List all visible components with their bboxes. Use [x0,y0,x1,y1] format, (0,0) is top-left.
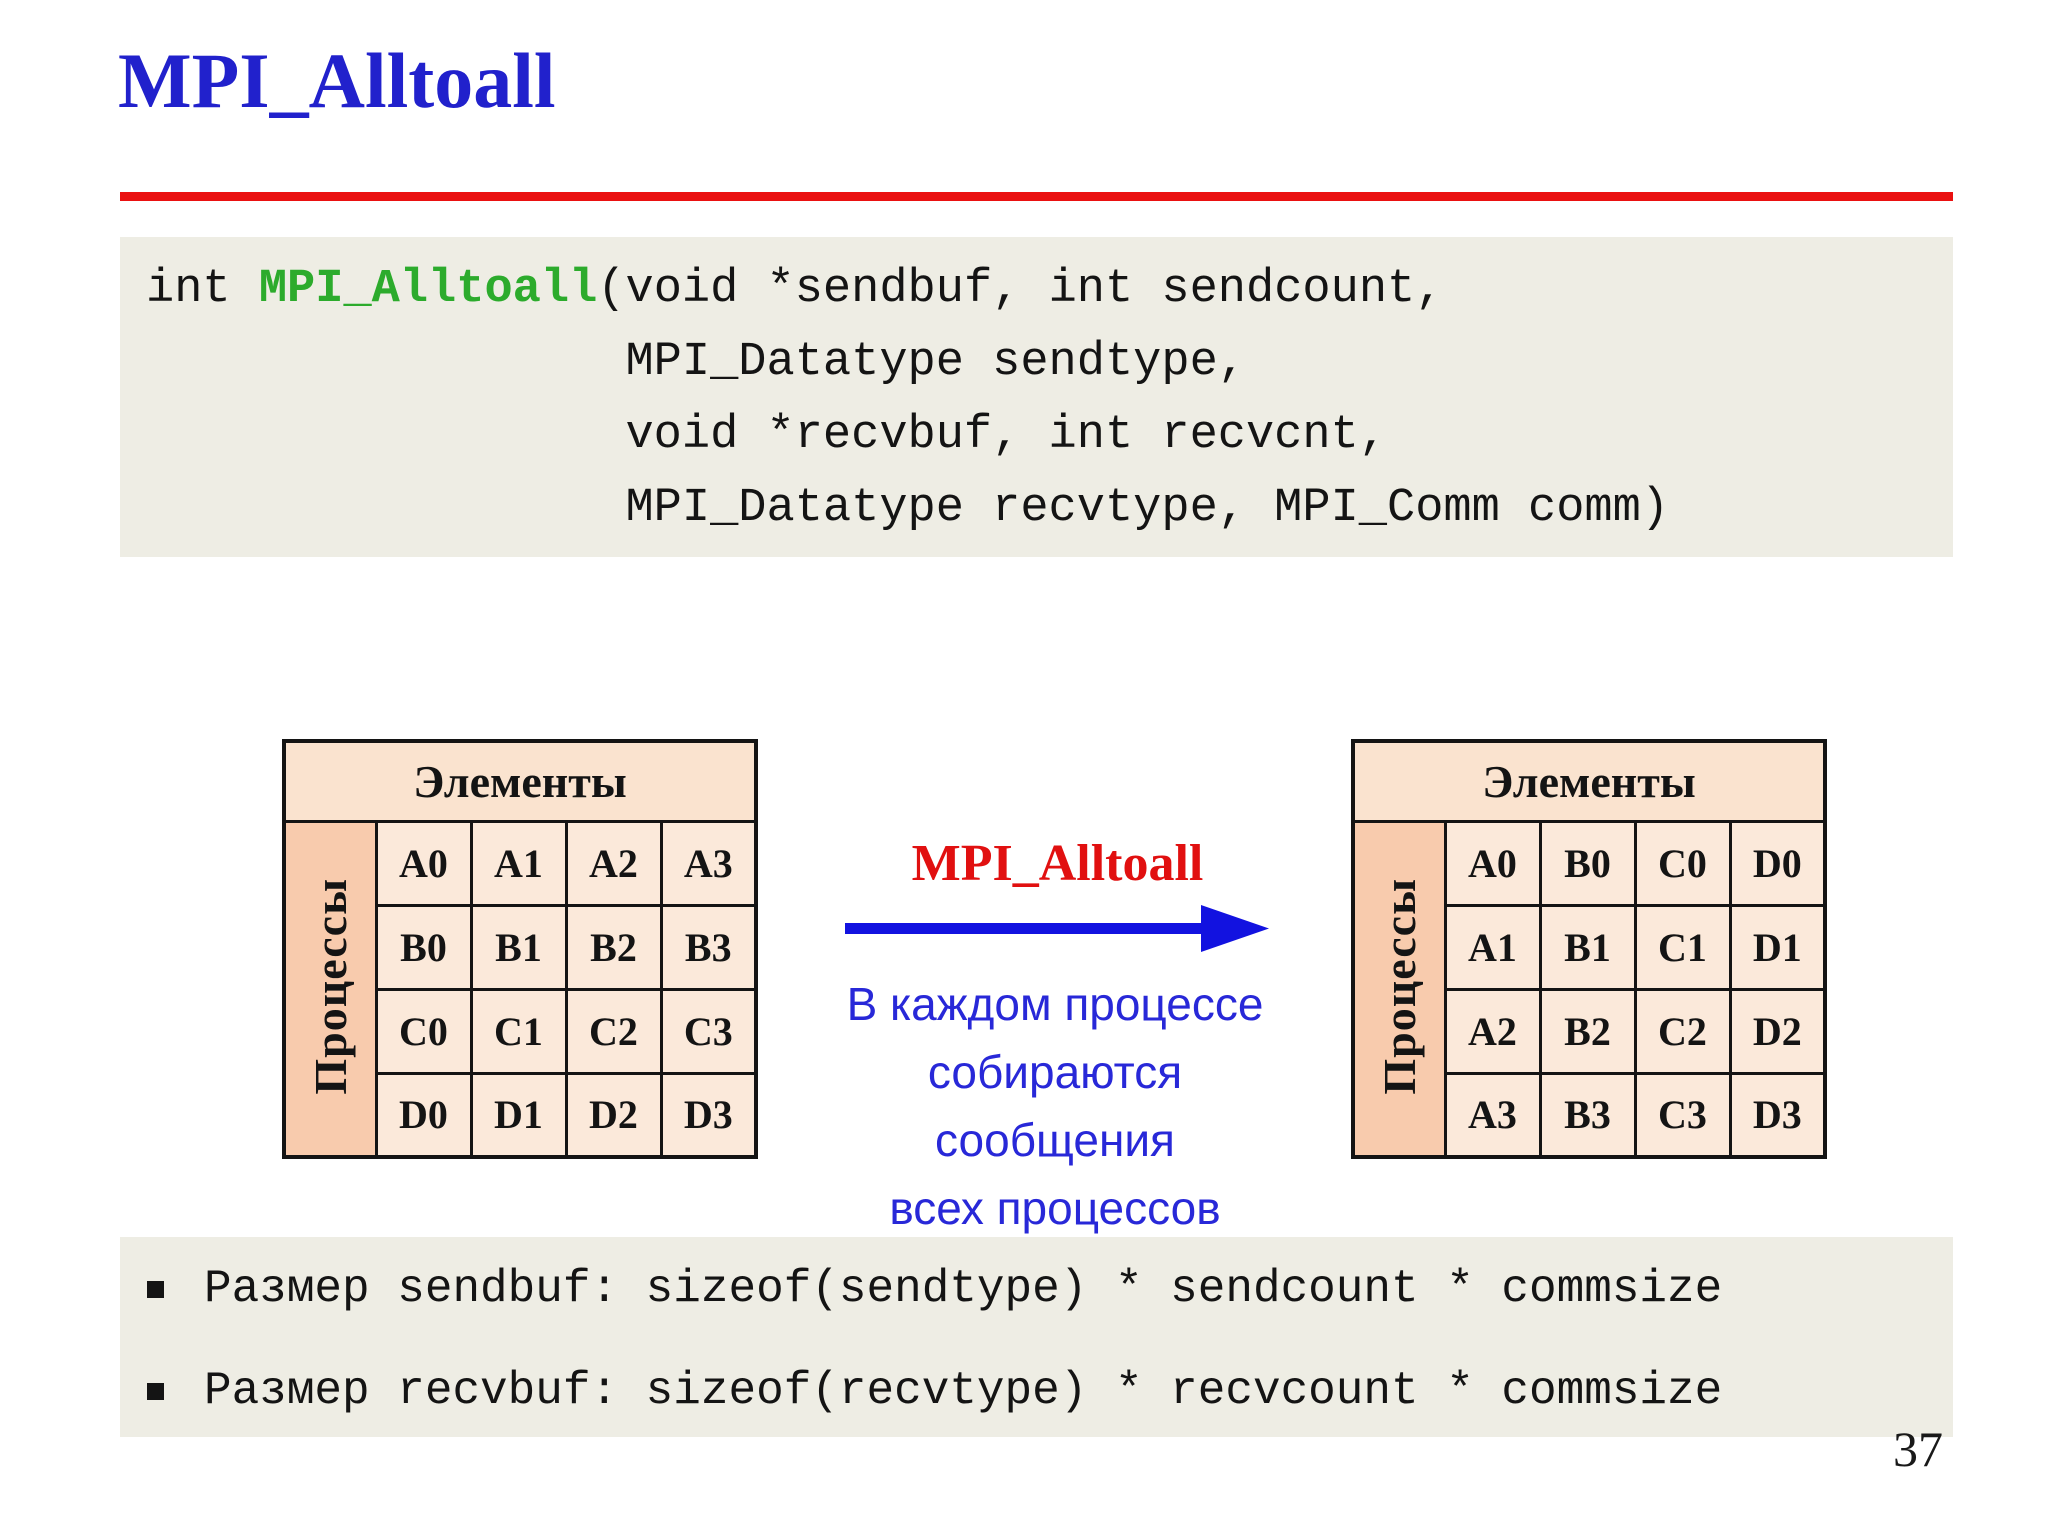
table-cell: D3 [1728,1071,1827,1159]
alltoall-operation-label: MPI_Alltoall [911,835,1204,892]
table-cell: C1 [469,987,568,1075]
table-cell: C3 [659,987,758,1075]
table-cell: B0 [374,903,473,991]
table-cell: B1 [1538,903,1637,991]
table-cell: A1 [1443,903,1542,991]
table-cell: B2 [564,903,663,991]
send-table-row-label-cell: Процессы [282,819,378,1159]
send-buffer-table: Элементы Процессы A0 A1 A2 A3 B0 B1 B2 B… [282,739,759,1159]
alltoall-arrow-icon [845,899,1270,959]
table-cell: B3 [1538,1071,1637,1159]
table-cell: C0 [1633,819,1732,907]
code-block: int MPI_Alltoall(void *sendbuf, int send… [120,237,1953,557]
function-name: MPI_Alltoall [258,263,598,316]
table-cell: C2 [1633,987,1732,1075]
send-table-header: Элементы [282,739,758,823]
table-cell: D2 [1728,987,1827,1075]
code-line-1-prefix: int [146,263,259,316]
bullet-text: Размер sendbuf: sizeof(sendtype) * sendc… [204,1263,1723,1315]
table-cell: D0 [374,1071,473,1159]
description-line: В каждом процессе [846,978,1264,1030]
bullet-square-icon [147,1280,164,1298]
table-cell: A1 [469,819,568,907]
table-cell: D1 [469,1071,568,1159]
page-title: MPI_Alltoall [118,37,556,124]
code-line-3: void *recvbuf, int recvcnt, [146,409,1388,462]
table-cell: B2 [1538,987,1637,1075]
table-cell: A2 [1443,987,1542,1075]
code-line-2: MPI_Datatype sendtype, [146,336,1246,389]
processes-label: Процессы [1373,877,1425,1095]
table-cell: D3 [659,1071,758,1159]
code-block-inner: int MPI_Alltoall(void *sendbuf, int send… [120,237,1953,545]
table-cell: B3 [659,903,758,991]
table-cell: C3 [1633,1071,1732,1159]
table-cell: A0 [374,819,473,907]
bullet-item: Размер sendbuf: sizeof(sendtype) * sendc… [120,1261,1722,1317]
table-cell: A3 [1443,1071,1542,1159]
description-line: всех процессов [889,1182,1221,1234]
table-cell: C0 [374,987,473,1075]
table-cell: D0 [1728,819,1827,907]
bullet-item: Размер recvbuf: sizeof(recvtype) * recvc… [120,1363,1722,1419]
bullet-square-icon [147,1382,164,1400]
table-cell: C2 [564,987,663,1075]
table-cell: D2 [564,1071,663,1159]
recv-table-header: Элементы [1351,739,1827,823]
recv-buffer-table: Элементы Процессы A0 B0 C0 D0 A1 B1 C1 D… [1351,739,1828,1159]
code-line-1-suffix: (void *sendbuf, int sendcount, [597,263,1444,316]
processes-label: Процессы [304,877,356,1095]
recv-table-row-label-cell: Процессы [1351,819,1447,1159]
page-number: 37 [1893,1421,1943,1477]
table-cell: D1 [1728,903,1827,991]
code-line-1: int MPI_Alltoall(void *sendbuf, int send… [146,253,1953,326]
buffer-size-notes-box: Размер sendbuf: sizeof(sendtype) * sendc… [120,1237,1953,1437]
table-cell: A2 [564,819,663,907]
alltoall-description: В каждом процессе собираются сообщения в… [808,970,1302,1242]
table-cell: A0 [1443,819,1542,907]
description-line: собираются сообщения [927,1046,1183,1166]
title-underline-rule [120,192,1953,201]
table-cell: A3 [659,819,758,907]
table-cell: B0 [1538,819,1637,907]
table-cell: B1 [469,903,568,991]
code-line-4: MPI_Datatype recvtype, MPI_Comm comm) [146,482,1670,535]
bullet-text: Размер recvbuf: sizeof(recvtype) * recvc… [204,1365,1723,1417]
table-cell: C1 [1633,903,1732,991]
